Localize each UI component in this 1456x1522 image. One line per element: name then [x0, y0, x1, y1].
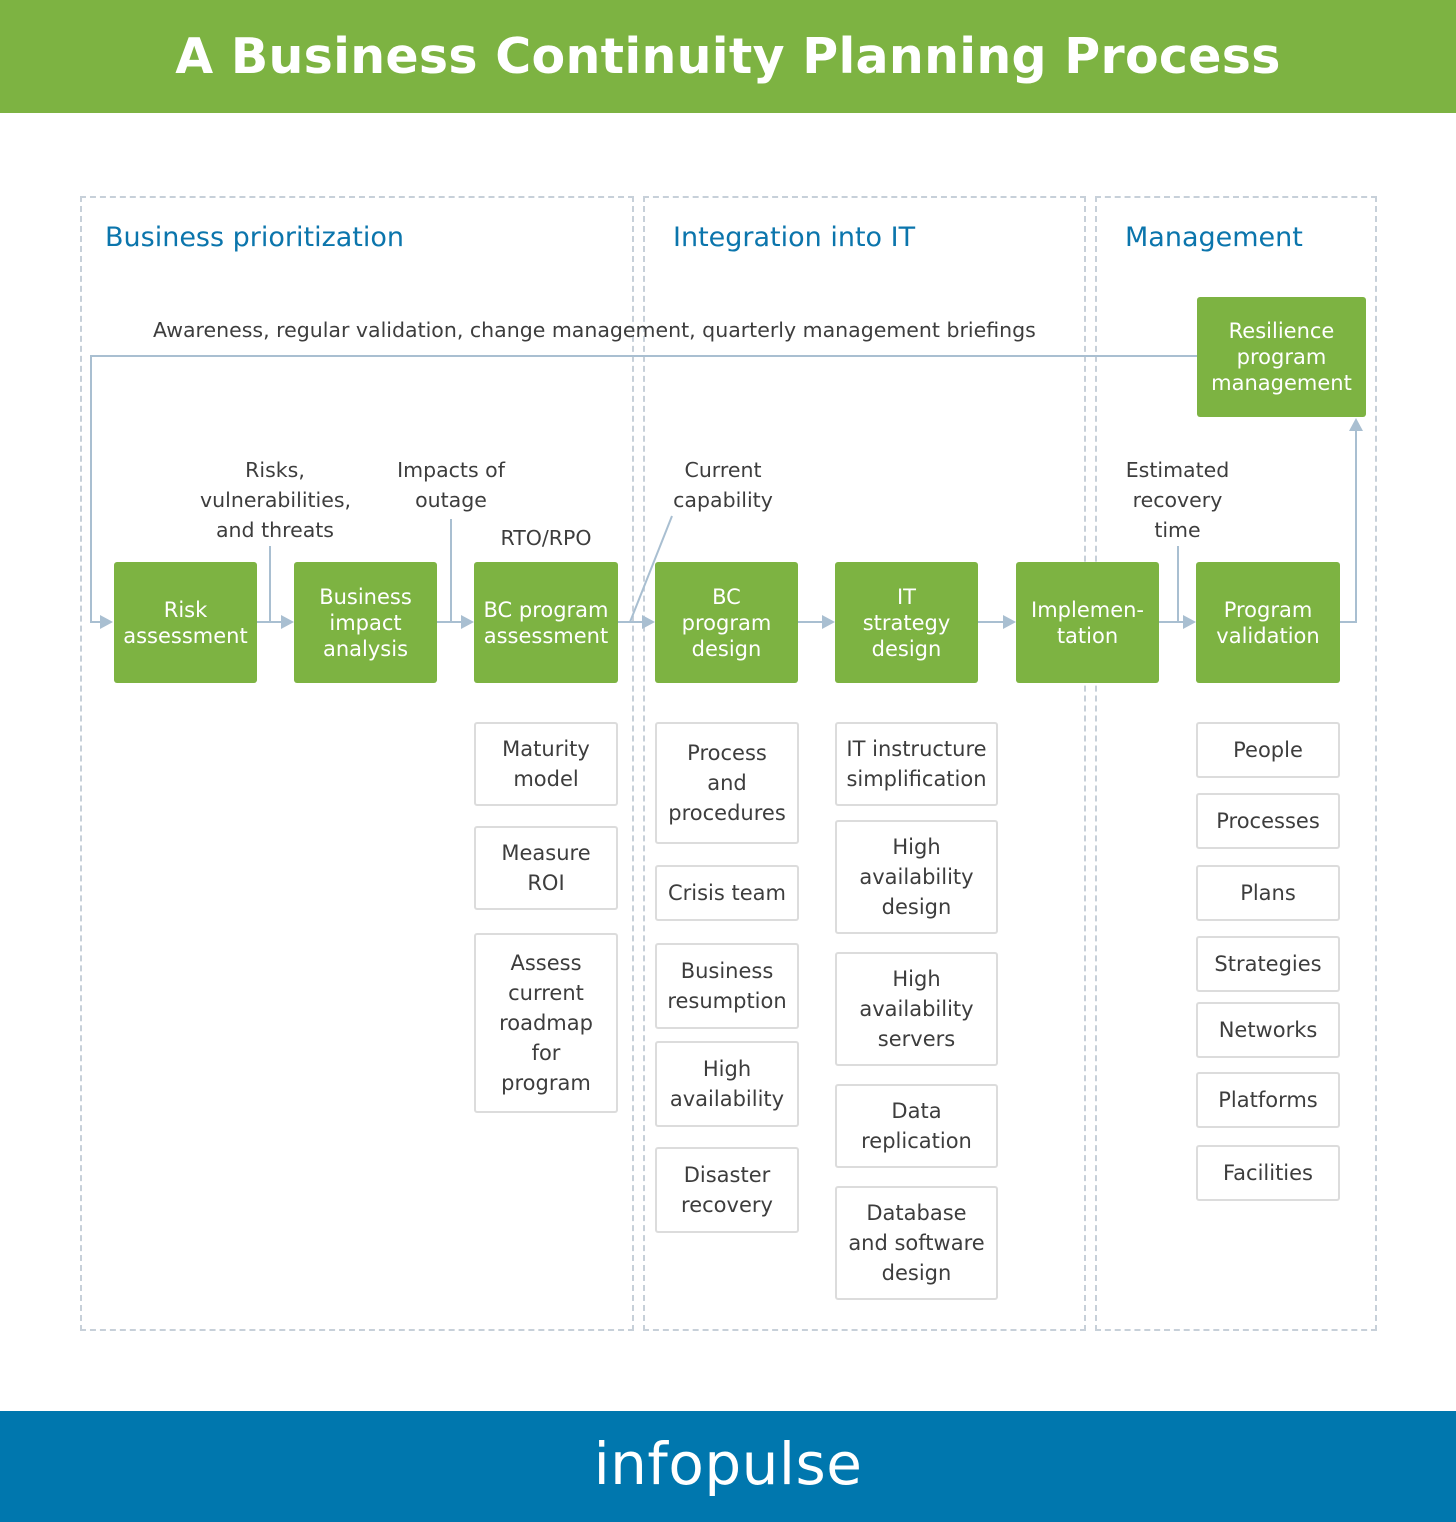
input-line-impacts — [450, 519, 452, 622]
connector-2-3 — [437, 621, 463, 623]
arrow-right-icon — [461, 615, 474, 629]
step-it-strategy-design[interactable]: IT strategy design — [835, 562, 978, 683]
detail-database-and-software-design: Database and software design — [835, 1186, 998, 1300]
step-implementation[interactable]: Implemen-tation — [1016, 562, 1159, 683]
feedback-loop-line-top — [90, 355, 1198, 357]
detail-crisis-team: Crisis team — [655, 865, 799, 921]
validation-to-resilience-h — [1340, 621, 1357, 623]
feedback-loop-line-in — [90, 621, 102, 623]
detail-plans: Plans — [1196, 865, 1340, 921]
detail-data-replication: Data replication — [835, 1084, 998, 1168]
step-bc-program-design[interactable]: BC program design — [655, 562, 798, 683]
feedback-loop-label: Awareness, regular validation, change ma… — [153, 318, 1036, 342]
detail-measure-roi: Measure ROI — [474, 826, 618, 910]
detail-networks: Networks — [1196, 1002, 1340, 1058]
input-note-risks: Risks, vulnerabilities, and threats — [200, 458, 352, 542]
detail-business-resumption: Business resumption — [655, 943, 799, 1029]
arrow-right-icon — [281, 615, 294, 629]
detail-processes: Processes — [1196, 793, 1340, 849]
validation-to-resilience-v — [1355, 428, 1357, 623]
step-risk-assessment[interactable]: Risk assessment — [114, 562, 257, 683]
input-note-impacts: Impacts of outage — [397, 458, 505, 512]
detail-it-instructure-simplification: IT instructure simplification — [835, 722, 998, 806]
detail-platforms: Platforms — [1196, 1072, 1340, 1128]
connector-5-6 — [978, 621, 1004, 623]
input-line-estimated-recovery — [1177, 546, 1179, 622]
footer-banner: infopulse — [0, 1411, 1456, 1522]
section-integration-into-it — [643, 196, 1086, 1331]
detail-process-and-procedures: Process and procedures — [655, 722, 799, 844]
section-management — [1095, 196, 1377, 1331]
detail-maturity-model: Maturity model — [474, 722, 618, 806]
infopulse-logo[interactable]: infopulse — [593, 1429, 863, 1498]
step-business-impact-analysis[interactable]: Business impact analysis — [294, 562, 437, 683]
input-note-estimated-recovery: Estimated recovery time — [1125, 458, 1230, 542]
arrow-right-icon — [100, 615, 113, 629]
arrow-right-icon — [1183, 615, 1196, 629]
step-program-validation[interactable]: Program validation — [1196, 562, 1340, 683]
header-banner: A Business Continuity Planning Process — [0, 0, 1456, 113]
detail-assess-current-roadmap: Assess current roadmap for program — [474, 933, 618, 1113]
step-bc-program-assessment[interactable]: BC program assessment — [474, 562, 618, 683]
arrow-up-icon — [1349, 418, 1363, 431]
input-note-current-capability: Current capability — [673, 458, 773, 512]
detail-high-availability: High availability — [655, 1041, 799, 1127]
section-title-management: Management — [1125, 222, 1303, 253]
detail-people: People — [1196, 722, 1340, 778]
step-resilience-program-management[interactable]: Resilience program management — [1197, 297, 1366, 417]
arrow-right-icon — [822, 615, 835, 629]
detail-high-availability-servers: High availability servers — [835, 952, 998, 1066]
connector-6-7 — [1159, 621, 1185, 623]
input-line-risks — [269, 546, 271, 622]
section-business-prioritization — [80, 196, 634, 1331]
detail-high-availability-design: High availability design — [835, 820, 998, 934]
arrow-right-icon — [1003, 615, 1016, 629]
detail-disaster-recovery: Disaster recovery — [655, 1147, 799, 1233]
section-title-business-prioritization: Business prioritization — [105, 222, 405, 253]
input-note-rto-rpo: RTO/RPO — [500, 526, 592, 550]
section-title-integration-into-it: Integration into IT — [673, 222, 916, 253]
connector-1-2 — [257, 621, 283, 623]
detail-facilities: Facilities — [1196, 1145, 1340, 1201]
page-title: A Business Continuity Planning Process — [175, 28, 1281, 85]
detail-strategies: Strategies — [1196, 936, 1340, 992]
connector-4-5 — [798, 621, 824, 623]
feedback-loop-line-left — [90, 355, 92, 623]
arrow-right-icon — [642, 615, 655, 629]
